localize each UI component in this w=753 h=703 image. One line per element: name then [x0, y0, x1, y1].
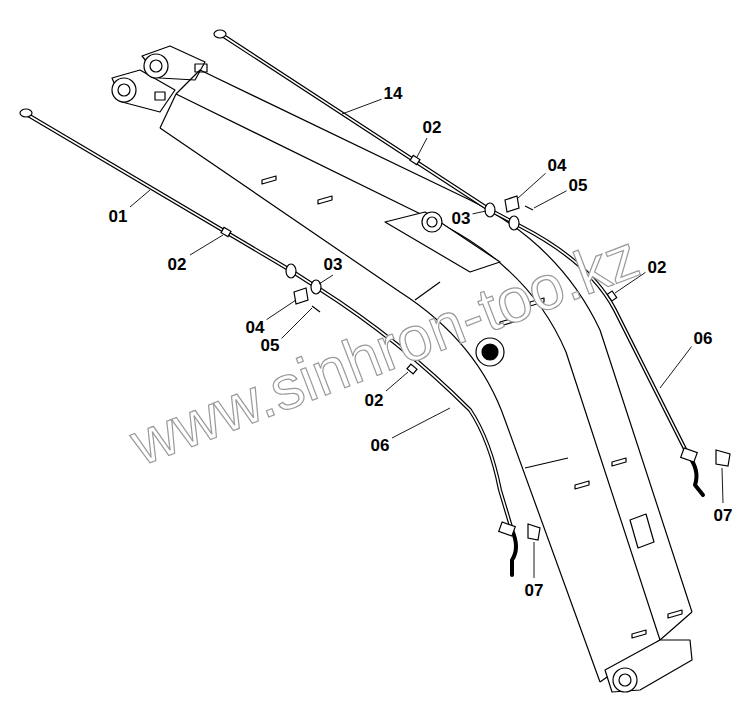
leader-line	[660, 346, 692, 388]
foot-pin-boss	[144, 54, 168, 78]
leader-line	[281, 308, 312, 339]
boom-structure	[112, 46, 692, 692]
leader-line	[472, 211, 486, 214]
boss-hole	[482, 344, 498, 360]
clamp-bracket	[294, 288, 308, 304]
callout-number: 06	[369, 436, 392, 455]
leader-line	[342, 99, 382, 114]
adapter	[681, 448, 698, 462]
clamp	[509, 216, 519, 230]
bracket-hole	[427, 217, 437, 227]
clamp	[311, 280, 321, 294]
clamp	[286, 264, 296, 278]
bolt	[525, 206, 533, 210]
leader-line	[392, 408, 450, 438]
elbow	[512, 530, 516, 575]
boom-end	[176, 70, 200, 94]
sleeve	[410, 155, 420, 164]
callout-number: 05	[567, 176, 590, 195]
end-fitting	[214, 30, 226, 38]
cap	[528, 524, 540, 540]
foot-pin-boss	[112, 78, 136, 102]
leader-line	[517, 172, 547, 199]
cylinder-bracket	[385, 212, 500, 272]
callout-number: 07	[712, 506, 735, 525]
weld-seam	[525, 458, 568, 468]
callout-number: 04	[244, 318, 267, 337]
leader-line	[130, 190, 150, 207]
callout-number: 04	[546, 156, 569, 175]
leader-line	[319, 275, 333, 284]
callout-number: 02	[166, 255, 189, 274]
leader-line	[190, 235, 223, 255]
callout-number: 02	[646, 258, 669, 277]
callout-number: 01	[107, 207, 130, 226]
leader-line	[534, 542, 535, 578]
callout-number: 03	[450, 209, 473, 228]
leader-line	[534, 190, 568, 208]
callout-number: 06	[692, 329, 715, 348]
callout-number: 02	[363, 391, 386, 410]
nose-pin-hole	[619, 674, 631, 686]
foot-pin-hole	[118, 84, 130, 96]
callout-number: 14	[382, 84, 405, 103]
end-fitting	[20, 109, 32, 117]
bolt	[312, 306, 320, 312]
pad	[155, 92, 165, 100]
bracket-pin	[422, 212, 442, 232]
callout-number: 07	[523, 581, 546, 600]
boom-end	[160, 94, 176, 128]
plate	[630, 514, 654, 548]
leader-line	[722, 468, 723, 503]
nose-plate	[605, 640, 692, 692]
callout-number: 03	[322, 255, 345, 274]
pipes	[28, 35, 703, 575]
nose-pin-boss	[613, 668, 637, 692]
foot-pin-hole	[150, 60, 162, 72]
adapter	[499, 522, 516, 536]
cap	[716, 450, 730, 466]
fittings	[20, 30, 730, 540]
callout-number: 05	[259, 336, 282, 355]
callout-number: 02	[421, 118, 444, 137]
clamp	[485, 203, 495, 217]
leader-line	[266, 300, 296, 320]
leader-line	[417, 138, 427, 157]
clamp-bracket	[505, 196, 519, 212]
